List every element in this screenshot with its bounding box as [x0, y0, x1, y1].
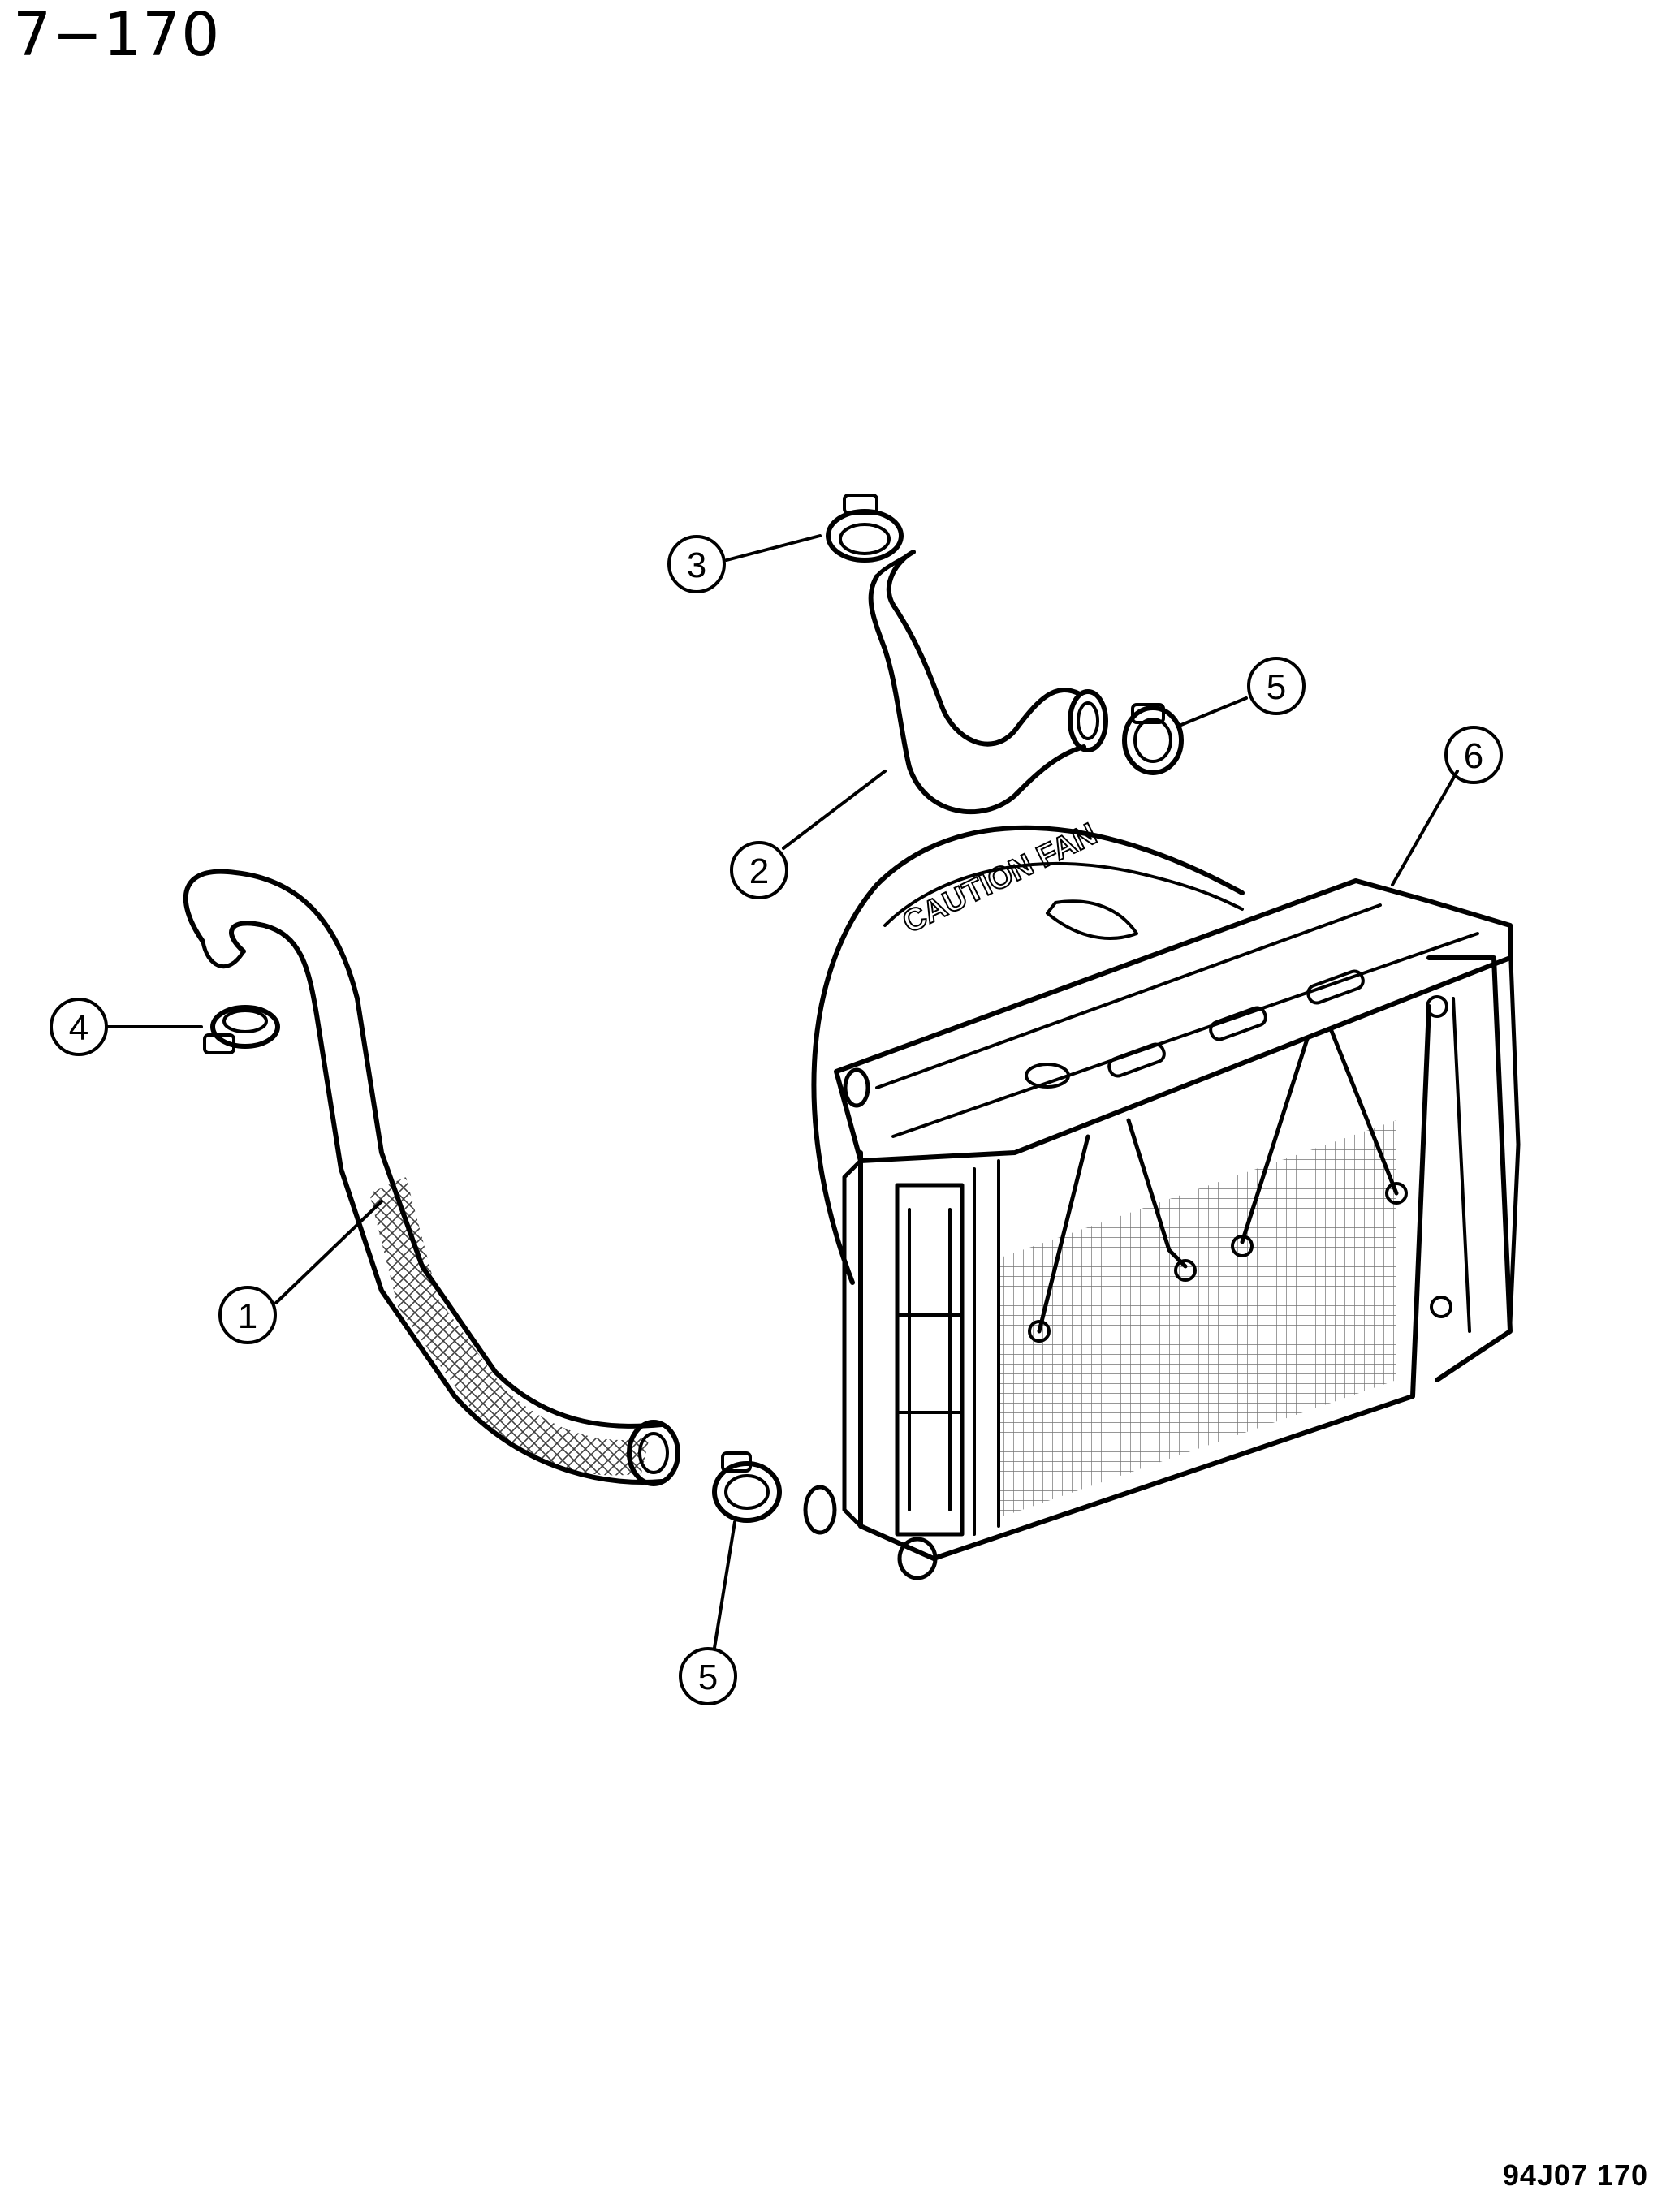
leader-6 — [1391, 770, 1459, 886]
callout-number: 6 — [1464, 736, 1483, 776]
callout-4: 4 — [50, 998, 108, 1056]
callout-number: 5 — [698, 1658, 718, 1697]
leader-1 — [274, 1200, 383, 1304]
callout-6: 6 — [1444, 726, 1503, 784]
lower-radiator-hose — [183, 869, 680, 1486]
callout-1: 1 — [218, 1286, 277, 1344]
figure-code: 94J07 170 — [1502, 2158, 1648, 2192]
radiator-label: CAUTION FAN — [898, 817, 1103, 941]
callout-2: 2 — [730, 841, 788, 899]
lower-hose-radiator-clamp — [712, 1451, 782, 1523]
upper-radiator-hose — [868, 550, 1108, 815]
callout-3: 3 — [667, 535, 726, 593]
upper-hose-radiator-clamp — [1122, 703, 1184, 775]
fan-shroud — [811, 825, 1245, 1285]
leader-3 — [725, 534, 822, 562]
callout-number: 3 — [687, 545, 706, 585]
page-number: 7−170 — [13, 0, 221, 70]
callout-number: 2 — [749, 852, 769, 891]
callout-number: 1 — [238, 1296, 257, 1336]
callout-number: 5 — [1267, 667, 1286, 707]
leader-5a — [1176, 696, 1248, 728]
callout-5a: 5 — [1247, 657, 1306, 715]
radiator-assembly: CAUTION FAN — [803, 817, 1521, 1580]
leader-2 — [782, 770, 887, 850]
lower-hose-clamp — [203, 1005, 280, 1054]
callout-5b: 5 — [679, 1647, 737, 1705]
upper-hose-clamp — [826, 494, 904, 563]
callout-number: 4 — [69, 1008, 88, 1048]
leader-lines — [106, 534, 1459, 1649]
leader-5b — [713, 1520, 736, 1649]
